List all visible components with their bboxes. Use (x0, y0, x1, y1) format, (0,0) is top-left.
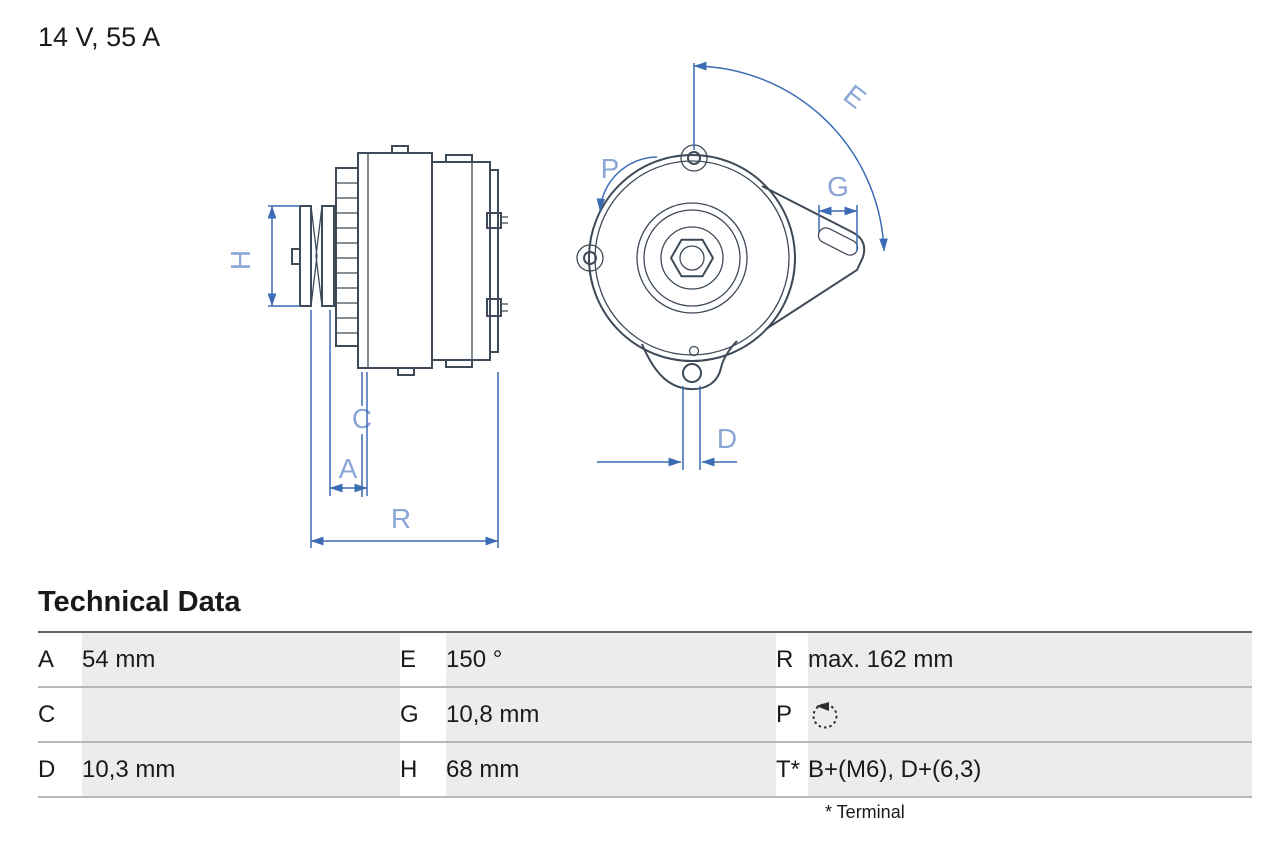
shaft-nut (291, 248, 301, 265)
dimension-d: D (597, 386, 737, 470)
extension-lines-h (268, 205, 300, 307)
spec-a-value: 54 mm (82, 632, 400, 687)
bottom-lug (641, 340, 738, 391)
dimension-r: R (310, 310, 499, 548)
spec-e-key: E (400, 632, 446, 687)
dimension-e: E (693, 61, 888, 252)
top-ear-hole (687, 151, 701, 165)
shaft-center (679, 245, 705, 271)
extension-lines-r (310, 310, 499, 548)
terminal-upper (486, 212, 502, 229)
spec-p-value (808, 686, 1252, 742)
spec-r-value: max. 162 mm (808, 632, 1252, 687)
fan-blades (336, 182, 358, 334)
bearing-boss-outer (636, 202, 748, 314)
technical-drawing: H C A R (225, 61, 888, 548)
spec-g-value: 10,8 mm (446, 686, 776, 742)
bracket-slot (817, 227, 859, 256)
spec-h-value: 68 mm (446, 741, 776, 797)
left-ear (576, 244, 604, 272)
fan (335, 167, 359, 347)
bottom-tab (397, 367, 415, 376)
shaft-boss (660, 226, 724, 290)
bottom-small-hole (688, 345, 700, 357)
spec-c-value (82, 686, 400, 742)
terminal-lower (486, 298, 502, 317)
spec-t-value: B+(M6), D+(6,3) (808, 741, 1252, 797)
spec-d-value: 10,3 mm (82, 741, 400, 797)
technical-data-title: Technical Data (38, 586, 241, 618)
end-plate (489, 169, 499, 353)
top-tab (391, 145, 409, 154)
bottom-lug-hole (682, 363, 702, 383)
side-view (291, 145, 508, 376)
rating-text: 14 V, 55 A (38, 22, 161, 52)
dimension-label-a: A (339, 453, 358, 484)
terminal-footnote: * Terminal (825, 802, 905, 822)
bottom-tab-2 (445, 359, 473, 368)
dimension-label-e: E (838, 79, 872, 115)
pulley-front-flange (299, 205, 312, 307)
mounting-bracket (761, 185, 866, 330)
spec-p-key: P (776, 686, 808, 742)
top-tab-2 (445, 154, 473, 163)
dimension-p: P (596, 153, 658, 212)
housing-rim-outer (588, 154, 796, 362)
pulley-groove (310, 205, 323, 307)
spec-t-key: T* (776, 741, 808, 797)
dimension-label-h: H (225, 250, 256, 270)
housing-rim-inner (594, 160, 790, 356)
terminal-studs (501, 216, 508, 312)
rotation-arc-p (596, 156, 658, 212)
left-ear-hole (583, 251, 597, 265)
spec-d-key: D (38, 741, 82, 797)
pulley-rear-flange (321, 205, 335, 307)
table-row-2: C G 10,8 mm P (38, 686, 1252, 742)
dimension-label-d: D (717, 423, 737, 454)
dimension-label-p: P (601, 153, 620, 184)
spec-a-key: A (38, 632, 82, 687)
spec-g-key: G (400, 686, 446, 742)
spec-e-value: 150 ° (446, 632, 776, 687)
bearing-boss-inner (643, 209, 741, 307)
table-row-3: D 10,3 mm H 68 mm T* B+(M6), D+(6,3) (38, 741, 1252, 797)
dimension-g: G (818, 171, 858, 251)
extension-lines-d (682, 386, 701, 470)
front-view (576, 144, 866, 391)
spec-h-key: H (400, 741, 446, 797)
angle-arc-e (693, 61, 888, 252)
extension-lines-a (329, 310, 368, 496)
dimension-label-r: R (391, 503, 411, 534)
rear-housing (431, 161, 491, 361)
shaft-nut-hex (669, 238, 715, 278)
spec-r-key: R (776, 632, 808, 687)
dimension-a: A (329, 310, 368, 496)
dimension-label-g: G (827, 171, 849, 202)
front-housing (357, 152, 433, 369)
rotation-ccw-icon (812, 701, 838, 728)
technical-data-table: A 54 mm E 150 ° R max. 162 mm C G 10,8 m… (38, 631, 1252, 798)
dimension-h: H (225, 205, 300, 307)
table-row-1: A 54 mm E 150 ° R max. 162 mm (38, 632, 1252, 687)
dimension-label-c: C (352, 403, 372, 434)
spec-c-key: C (38, 686, 82, 742)
